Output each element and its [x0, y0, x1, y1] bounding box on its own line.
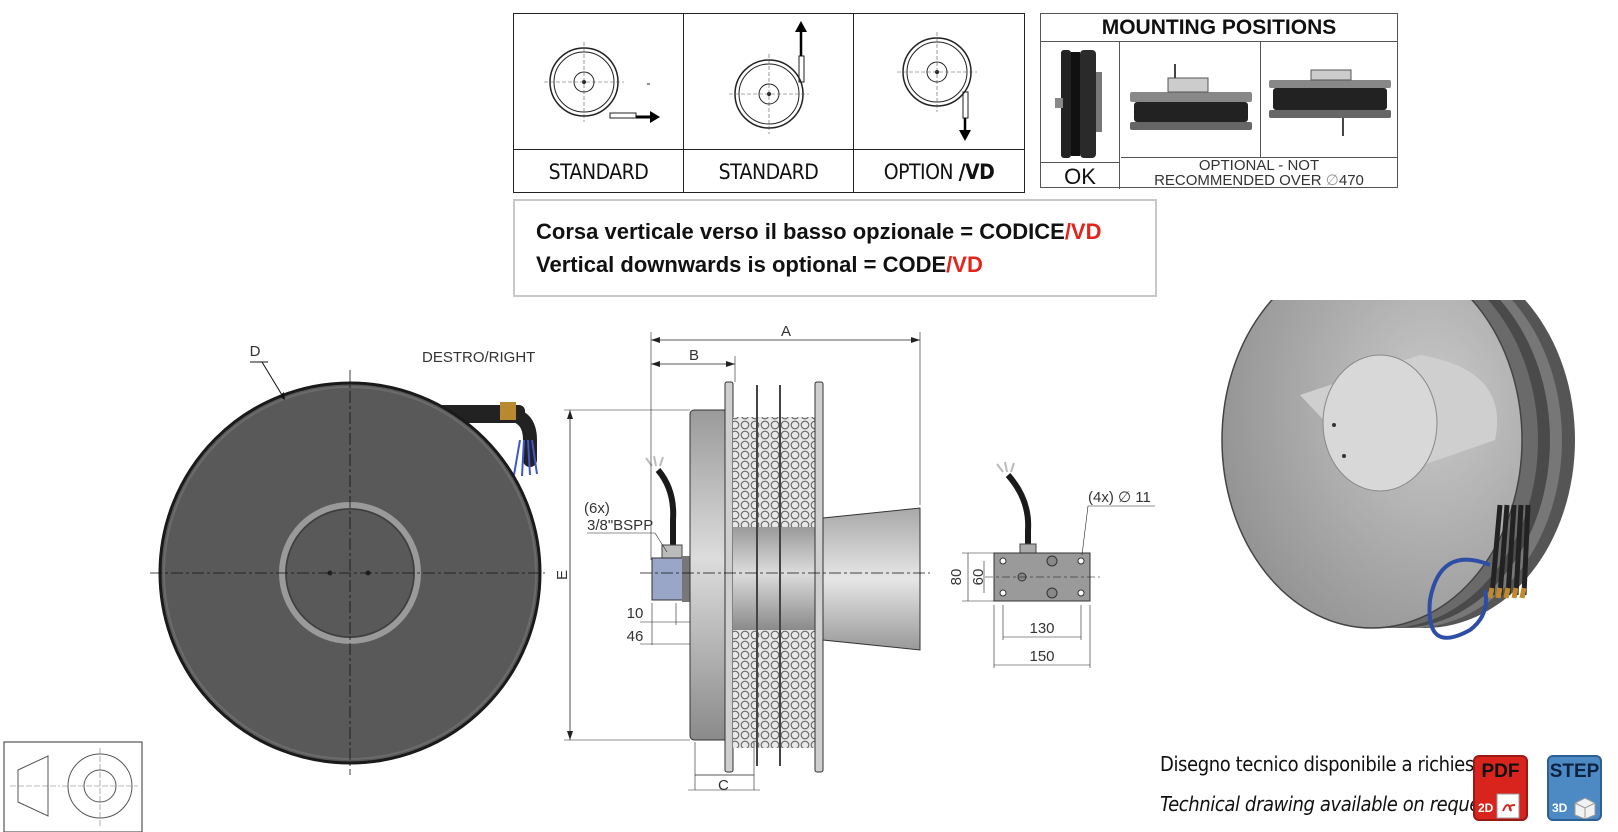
pdf-file-icon [1496, 793, 1520, 819]
dim-c-label: C [718, 777, 729, 794]
holes-label: (4x) ∅ 11 [1088, 489, 1151, 506]
vertical-option-note: Corsa verticale verso il basso opzionale… [513, 199, 1157, 297]
side-view: A B E (6x) 3/8"BSPP 10 46 C [554, 323, 930, 794]
orientation-table: STANDARD STANDARD OPTION /VD [513, 13, 1025, 193]
connector-count: (6x) [584, 500, 610, 517]
mounting-positions-table: MOUNTING POSITIONS OK OPTIONAL - NOT [1040, 13, 1398, 190]
step-cube-icon [1574, 797, 1596, 819]
dim-e-label: E [554, 570, 571, 580]
orientation-standard-vertical-up-icon [684, 14, 854, 149]
dim-80-label: 80 [948, 569, 965, 586]
orientation-label-3: OPTION /VD [854, 149, 1024, 193]
reel-3d-render [1221, 300, 1575, 640]
dim-60-label: 60 [970, 569, 987, 586]
orientation-standard-horizontal-icon [514, 14, 684, 149]
technical-drawing: D DESTRO/RIGHT A B [3, 300, 1575, 832]
mount-ok-label: OK [1041, 162, 1120, 189]
mount-optional-line2: RECOMMENDED OVER ∅470 [1154, 172, 1364, 189]
note-line-en: Vertical downwards is optional = CODE/VD [536, 252, 983, 277]
dim-150-label: 150 [1029, 648, 1054, 665]
dim-d-label: D [250, 343, 261, 360]
connector-thread: 3/8"BSPP [587, 517, 653, 534]
footer-italian-text: Disegno tecnico disponibile a richiesta [1160, 752, 1492, 776]
orientation-label-1: STANDARD [514, 149, 684, 193]
projection-symbol-icon [3, 741, 143, 832]
step-download-icon[interactable]: STEP 3D [1547, 755, 1602, 821]
mount-ceiling-icon [1261, 42, 1397, 157]
dim-46-label: 46 [627, 628, 644, 645]
mount-floor-icon [1120, 42, 1261, 157]
mount-optional-line1: OPTIONAL - NOT [1198, 157, 1320, 174]
footer-english-text: Technical drawing available on request [1160, 792, 1496, 816]
option-vd-suffix: /VD [958, 160, 995, 184]
dim-b-label: B [689, 347, 699, 364]
mounting-title: MOUNTING POSITIONS [1041, 14, 1397, 42]
dim-10-label: 10 [627, 605, 644, 622]
bracket-view: 80 60 130 150 (4x) ∅ 11 [948, 461, 1155, 668]
dim-130-label: 130 [1029, 620, 1054, 637]
dim-a-label: A [781, 323, 791, 340]
orientation-label-2: STANDARD [684, 149, 854, 193]
note-line-it: Corsa verticale verso il basso opzionale… [536, 219, 1102, 244]
pdf-download-icon[interactable]: PDF 2D [1473, 755, 1528, 821]
side-label: DESTRO/RIGHT [422, 349, 535, 366]
front-view: D DESTRO/RIGHT [150, 343, 545, 775]
mount-optional-note: OPTIONAL - NOT RECOMMENDED OVER ∅470 [1121, 157, 1397, 190]
mount-wall-vertical-icon [1041, 42, 1120, 162]
orientation-option-vertical-down-icon [854, 14, 1024, 149]
